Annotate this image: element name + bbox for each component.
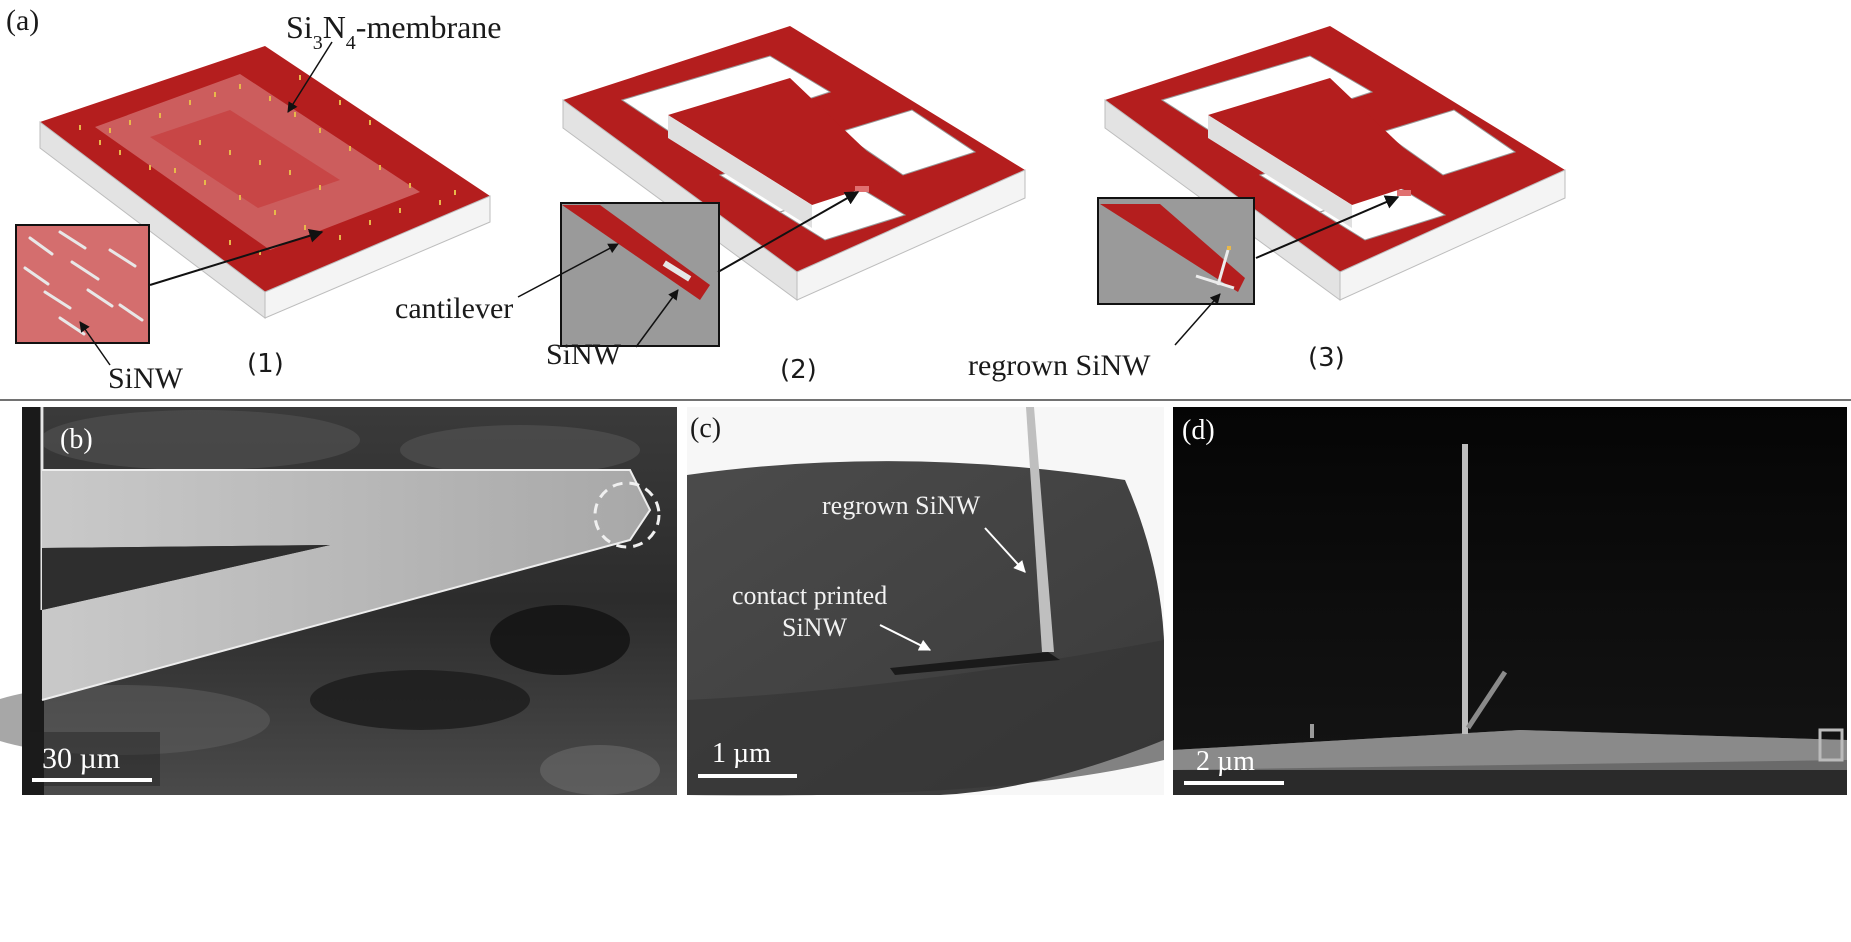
regrown-sinw-label-a: regrown SiNW [968, 349, 1151, 382]
highlight-circle [593, 481, 661, 549]
scale-d-label: 2 µm [1196, 746, 1255, 777]
sem-image-d [1173, 407, 1847, 795]
chip-step-1: SiNW (1) Si3N4-membrane [15, 9, 502, 395]
panel-a-label: (a) [6, 4, 39, 37]
scale-c-label: 1 µm [712, 738, 771, 769]
panel-d-label: (d) [1182, 415, 1215, 446]
step-1-label: (1) [247, 349, 284, 379]
chip-step-2: cantilever SiNW (2) [395, 26, 1026, 385]
chip-step-3: regrown SiNW (3) [968, 26, 1566, 382]
panel-c: (c) regrown SiNW contact printed SiNW 1 … [687, 407, 1164, 796]
contact-printed-label-2: SiNW [782, 613, 847, 642]
sinw-label-2: SiNW [546, 338, 622, 371]
inset-nanowires [23, 230, 144, 336]
contact-printed-label-1: contact printed [732, 581, 887, 610]
panel-b: (b) 30 µm [0, 407, 677, 795]
nanowire-dots [79, 75, 456, 255]
contact-printed-nanowire [890, 652, 1060, 675]
regrown-nanowire-c [1026, 407, 1054, 652]
inset-cantilever [562, 205, 710, 300]
panel-c-label: (c) [690, 413, 721, 444]
panel-b-label: (b) [60, 424, 93, 455]
step-3-label: (3) [1308, 343, 1345, 373]
panel-a: (a) [6, 4, 1566, 395]
step-2-label: (2) [780, 355, 817, 385]
sinw-label-1: SiNW [108, 362, 184, 395]
panel-d: (d) 2 µm [1173, 407, 1847, 795]
cantilever-beam [42, 470, 650, 700]
cantilever-label: cantilever [395, 292, 513, 325]
membrane-label: Si3N4-membrane [286, 9, 502, 54]
regrown-sinw-label-c: regrown SiNW [822, 491, 981, 520]
scale-b-label: 30 µm [42, 742, 120, 775]
regrown-nanowire-d [1462, 444, 1468, 734]
